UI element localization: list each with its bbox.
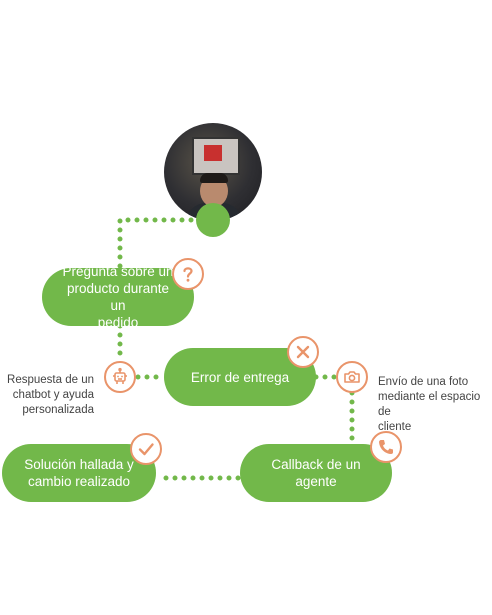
phone-badge	[370, 431, 402, 463]
robot-badge	[104, 361, 136, 393]
node-question-label: Pregunta sobre un producto durante un pe…	[62, 264, 174, 330]
node-solution-label: Solución hallada y cambio realizado	[24, 457, 134, 489]
phone-icon	[379, 440, 393, 454]
question-mark-icon	[183, 267, 193, 282]
node-solution: Solución hallada y cambio realizado	[2, 444, 156, 502]
side-note-photo-text: Envío de una foto mediante el espacio de…	[378, 376, 481, 433]
connector-avatar-to-question	[117, 217, 203, 273]
node-delivery-error-label: Error de entrega	[190, 369, 290, 385]
robot-icon	[113, 367, 127, 384]
question-badge	[172, 258, 204, 290]
check-badge	[130, 433, 162, 465]
side-note-chatbot: Respuesta de un chatbot y ayuda personal…	[6, 358, 94, 418]
node-agent-callback-label: Callback de un agente	[271, 457, 361, 489]
camera-icon	[344, 371, 360, 383]
side-note-chatbot-text: Respuesta de un chatbot y ayuda personal…	[7, 374, 94, 416]
x-mark-icon	[296, 345, 310, 359]
node-question: Pregunta sobre un producto durante un pe…	[42, 264, 194, 330]
error-badge	[287, 336, 319, 368]
checkmark-icon	[138, 443, 154, 456]
side-note-photo: Envío de una foto mediante el espacio de…	[378, 360, 490, 435]
start-node-dot	[196, 203, 230, 237]
node-agent-callback: Callback de un agente	[240, 444, 392, 502]
camera-badge	[336, 361, 368, 393]
